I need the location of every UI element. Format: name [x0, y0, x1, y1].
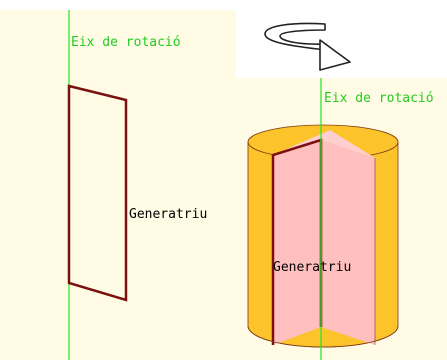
right-generatrix-label: Generatriu: [273, 260, 351, 275]
cylinder-cutout-top: [273, 130, 375, 158]
left-panel-background: [0, 10, 236, 360]
cylinder: [247, 124, 399, 348]
left-axis-label: Eix de rotació: [71, 35, 181, 50]
right-axis-label: Eix de rotació: [324, 91, 434, 106]
left-generatrix-label: Generatriu: [129, 207, 207, 222]
left-generatrix-shape: [67, 84, 128, 302]
cylinder-cutout: [273, 140, 375, 345]
rotation-arrow-icon: [264, 22, 351, 71]
cylinder-bottom: [247, 325, 399, 348]
